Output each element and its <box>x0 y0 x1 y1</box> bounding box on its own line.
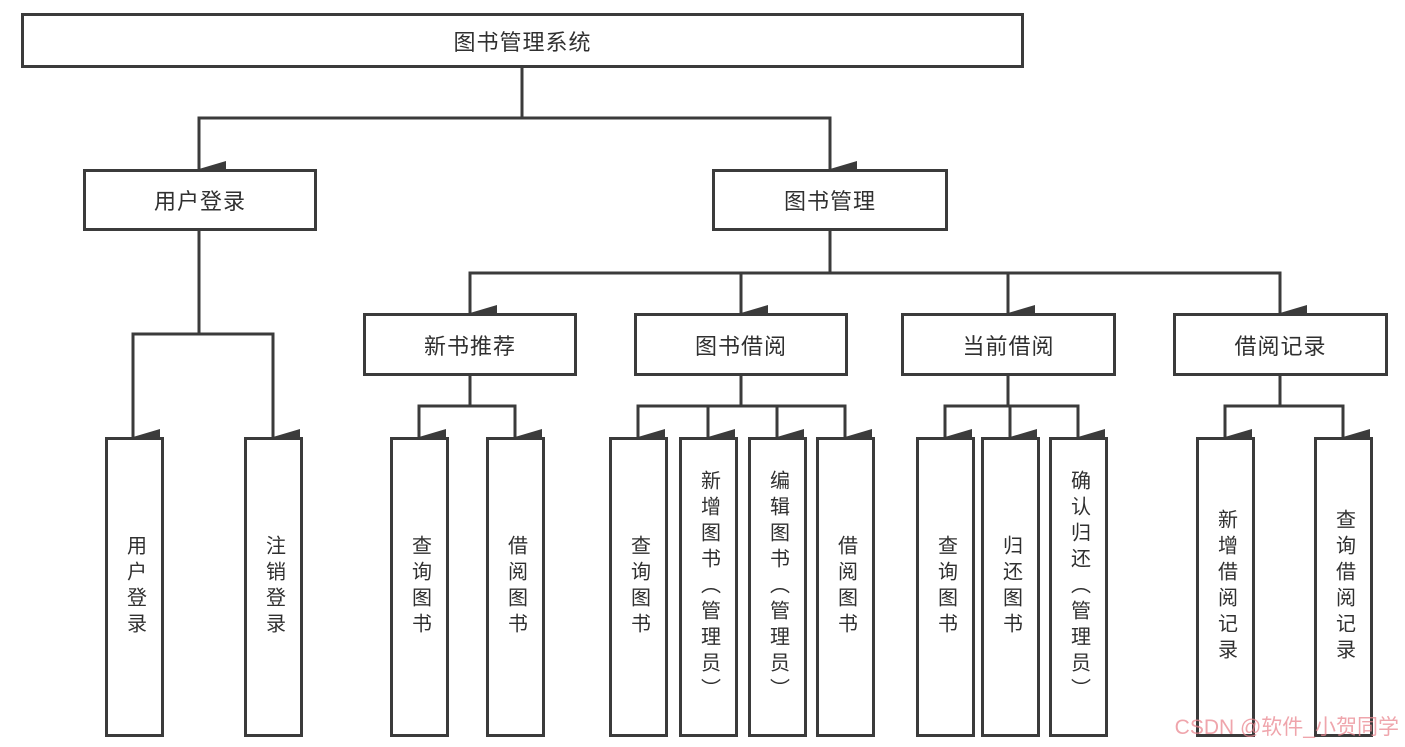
node-label: 注销登录 <box>262 535 285 639</box>
node-label: 编辑图书（管理员） <box>766 470 789 704</box>
node-new-book-recommendation: 新书推荐 <box>363 313 577 376</box>
node-label: 图书管理 <box>783 189 876 214</box>
node-user-login-action: 用户登录 <box>105 437 164 737</box>
node-user-login: 用户登录 <box>83 169 317 231</box>
node-query-borrow-record: 查询借阅记录 <box>1314 437 1373 737</box>
node-label: 查询图书 <box>408 535 431 639</box>
node-label: 用户登录 <box>153 189 246 214</box>
node-label: 借阅图书 <box>834 535 857 639</box>
node-query-books-recommend: 查询图书 <box>390 437 449 737</box>
node-borrow-books: 借阅图书 <box>816 437 875 737</box>
node-label: 确认归还（管理员） <box>1067 470 1090 704</box>
node-add-books-admin: 新增图书（管理员） <box>679 437 738 737</box>
node-label: 新增借阅记录 <box>1214 509 1237 665</box>
node-label: 借阅记录 <box>1234 333 1327 359</box>
node-label: 查询图书 <box>627 535 650 639</box>
node-label: 新书推荐 <box>423 333 516 359</box>
node-confirm-return-admin: 确认归还（管理员） <box>1049 437 1108 737</box>
node-current-borrowing: 当前借阅 <box>901 313 1116 376</box>
node-query-books-borrow: 查询图书 <box>609 437 668 737</box>
node-library-management-system: 图书管理系统 <box>21 13 1024 68</box>
node-borrow-books-recommend: 借阅图书 <box>486 437 545 737</box>
node-edit-books-admin: 编辑图书（管理员） <box>748 437 807 737</box>
node-logout: 注销登录 <box>244 437 303 737</box>
node-label: 新增图书（管理员） <box>697 470 720 704</box>
node-borrowing-records: 借阅记录 <box>1173 313 1388 376</box>
node-query-books-current: 查询图书 <box>916 437 975 737</box>
node-label: 借阅图书 <box>504 535 527 639</box>
node-book-borrowing: 图书借阅 <box>634 313 848 376</box>
node-label: 用户登录 <box>123 535 146 639</box>
node-label: 查询图书 <box>934 535 957 639</box>
node-add-borrow-record: 新增借阅记录 <box>1196 437 1255 737</box>
node-label: 查询借阅记录 <box>1332 509 1355 665</box>
node-book-management: 图书管理 <box>712 169 948 231</box>
node-label: 归还图书 <box>999 535 1022 639</box>
node-label: 图书借阅 <box>694 333 787 359</box>
node-label: 图书管理系统 <box>453 29 592 55</box>
node-label: 当前借阅 <box>962 333 1055 359</box>
node-return-books: 归还图书 <box>981 437 1040 737</box>
